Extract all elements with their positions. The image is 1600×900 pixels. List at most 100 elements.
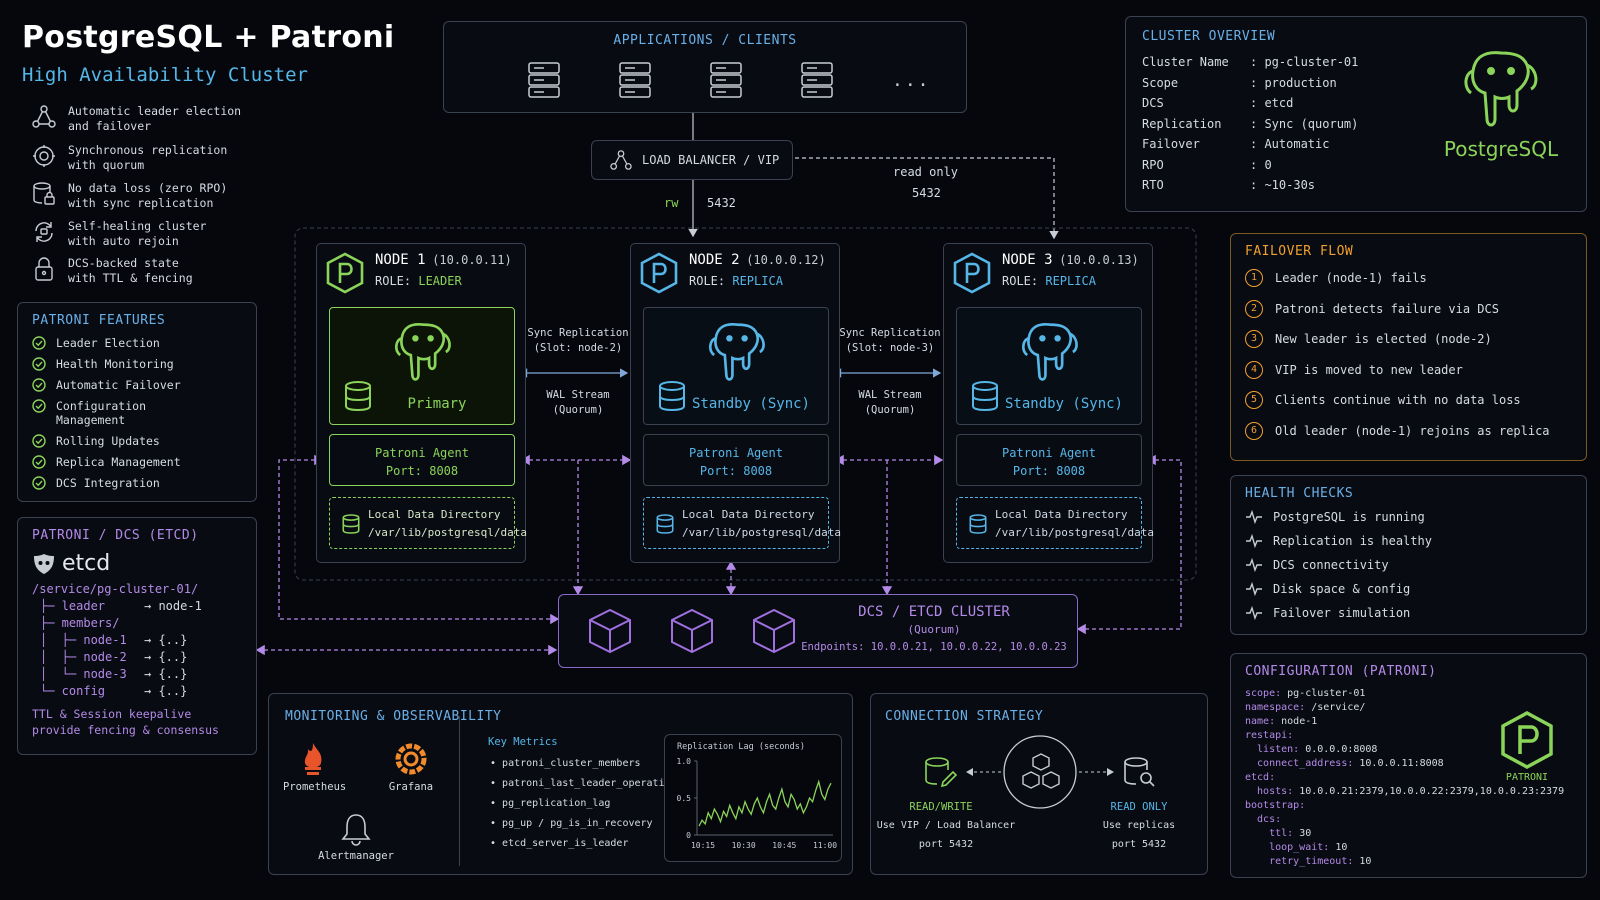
etcd-tree: ├─ leader → node-1 ├─ members/ │ ├─ node… [32, 598, 242, 700]
etcd-tree-row: │ └─ node-3 → {..} [40, 666, 242, 683]
postgres-node-2: NODE 2 (10.0.0.12) ROLE: REPLICA Standby… [630, 243, 841, 563]
highlight-text: Synchronous replication with quorum [68, 143, 228, 172]
config-line: ttl: 30 [1245, 827, 1572, 841]
data-title: Local Data Directory [368, 508, 501, 521]
step-text: New leader is elected (node-2) [1275, 332, 1492, 346]
instance-label: Primary [407, 396, 467, 412]
ro-strategy-label: READ ONLY [1110, 801, 1168, 813]
config-key: restapi: [1245, 730, 1294, 741]
feature-label: Rolling Updates [56, 434, 160, 448]
database-icon [342, 514, 360, 534]
grafana-tool: Grafana [381, 741, 441, 793]
chart-title: Replication Lag (seconds) [677, 742, 805, 752]
network-nodes-icon [32, 105, 56, 128]
node-ip: (10.0.0.13) [1059, 253, 1139, 267]
agent-port: Port: 8008 [1012, 464, 1086, 478]
postgresql-logo-text: PostgreSQL [1443, 137, 1559, 161]
instance-label: Standby (Sync) [1004, 396, 1123, 412]
local-data-directory: Local Data Directory /var/lib/postgresql… [643, 497, 841, 549]
pulse-icon [1246, 606, 1262, 620]
metric-name: patroni_last_leader_operation [502, 778, 677, 789]
feature-item: Rolling Updates [32, 434, 242, 448]
chart-x-tick: 10:30 [732, 841, 756, 850]
check-circle-icon [32, 434, 46, 448]
overview-value: : ~10-30s [1250, 178, 1316, 192]
postgresql-logo: PostgreSQL [1431, 43, 1571, 161]
feature-label: Leader Election [56, 336, 160, 350]
node-name: NODE 3 [1002, 252, 1053, 268]
patroni-hex-icon [1501, 711, 1553, 769]
etcd-value: → {..} [144, 684, 188, 698]
database-icon [345, 381, 371, 412]
server-icon [619, 62, 651, 98]
config-key: bootstrap: [1245, 800, 1306, 811]
cluster-overview-panel: CLUSTER OVERVIEW Cluster Name: pg-cluste… [1125, 16, 1587, 212]
page-subtitle: High Availability Cluster [22, 64, 308, 86]
features-list: Leader Election Health Monitoring Automa… [32, 336, 242, 490]
local-data-directory: Local Data Directory /var/lib/postgresql… [956, 497, 1154, 549]
database-icon [659, 381, 685, 412]
panel-title: PATRONI FEATURES [32, 313, 166, 328]
etcd-cluster-title: DCS / ETCD CLUSTER [858, 604, 1010, 620]
agent-port: Port: 8008 [699, 464, 773, 478]
highlight-item: DCS-backed state with TTL & fencing [32, 256, 193, 286]
config-line: scope: pg-cluster-01 [1245, 687, 1572, 701]
ro-strategy-port: port 5432 [1111, 839, 1167, 850]
highlight-text: DCS-backed state with TTL & fencing [68, 256, 193, 285]
etcd-logo-icon [34, 553, 54, 574]
connection-strategy-panel: CONNECTION STRATEGY READ/WRITE Use VIP /… [870, 693, 1208, 875]
config-key: namespace: [1245, 702, 1306, 713]
panel-title: CLUSTER OVERVIEW [1142, 29, 1276, 44]
agent-label: Patroni Agent [1002, 446, 1096, 460]
check-circle-icon [32, 455, 46, 469]
overview-value: : Automatic [1250, 137, 1330, 151]
config-value: 30 [1293, 828, 1312, 839]
wal-stream-label: WAL Stream (Quorum) [858, 389, 922, 416]
step-text: VIP is moved to new leader [1275, 362, 1463, 377]
overview-row: RTO : ~10-30s [1142, 175, 1570, 196]
config-key: retry_timeout: [1245, 856, 1354, 867]
node-role: LEADER [418, 274, 462, 288]
step-number: 3 [1245, 330, 1263, 349]
check-circle-icon [32, 399, 46, 413]
prometheus-tool: Prometheus [283, 741, 346, 793]
overview-key: Cluster Name [1142, 55, 1229, 69]
node-ip: (10.0.0.12) [746, 253, 826, 267]
overview-row: DCS: etcd [1142, 93, 1570, 114]
feature-label: Health Monitoring [56, 357, 174, 371]
chart-x-tick: 10:45 [772, 841, 796, 850]
highlight-text: No data loss (zero RPO) with sync replic… [68, 181, 228, 210]
postgres-instance: Standby (Sync) [643, 307, 829, 425]
config-line: etcd: [1245, 771, 1572, 785]
node-name: NODE 2 [689, 252, 740, 268]
data-path: /var/lib/postgresql/data [995, 526, 1154, 539]
padlock-icon [35, 257, 53, 281]
feature-label: Replica Management [56, 455, 181, 469]
overview-row: Cluster Name: pg-cluster-01 [1142, 52, 1570, 73]
alertmanager-tool: Alertmanager [316, 812, 396, 862]
feature-item: Automatic Failover [32, 378, 242, 392]
tool-label: Grafana [388, 781, 434, 793]
health-check-label: PostgreSQL is running [1273, 510, 1425, 524]
overview-row: Scope: production [1142, 73, 1570, 94]
overview-key: RTO [1142, 178, 1164, 192]
node-role-prefix: ROLE: [689, 274, 726, 288]
metric-name: etcd_server_is_leader [502, 838, 629, 849]
connection-diagram [966, 735, 1114, 809]
config-key: dcs: [1245, 814, 1282, 825]
metric-name: pg_replication_lag [502, 798, 611, 809]
grafana-icon [395, 743, 427, 775]
config-line: connect_address: 10.0.0.11:8008 [1245, 757, 1572, 771]
etcd-value: → {..} [144, 650, 188, 664]
sync-gear-icon [33, 145, 55, 167]
config-value: 10 [1329, 842, 1348, 853]
health-check-label: Replication is healthy [1273, 534, 1432, 548]
prometheus-flame-icon [304, 743, 322, 775]
pulse-icon [1246, 558, 1262, 572]
patroni-hex-icon [640, 252, 678, 294]
